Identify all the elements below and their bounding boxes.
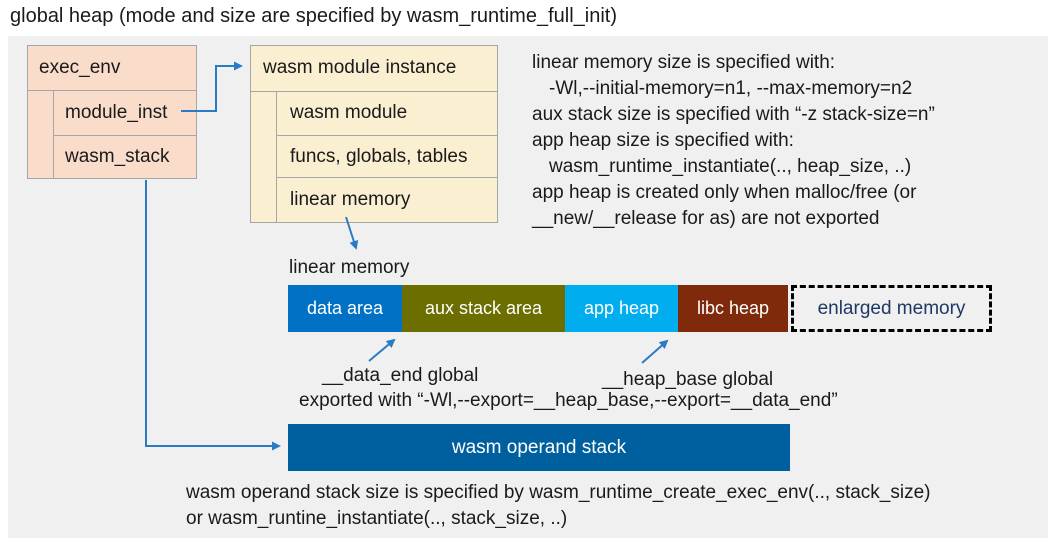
enlarged-memory-box: enlarged memory — [791, 285, 992, 332]
exec-env-title: exec_env — [28, 46, 196, 91]
operand-stack-bar: wasm operand stack — [288, 424, 790, 471]
segment-data-area: data area — [288, 285, 402, 332]
segment-app-heap: app heap — [565, 285, 678, 332]
module-instance-title: wasm module instance — [251, 46, 497, 92]
heap-base-global-label: __heap_base global — [602, 369, 774, 390]
page-title: global heap (mode and size are specified… — [10, 5, 617, 27]
module-instance-row-linear-memory: linear memory — [290, 189, 411, 210]
bottom-note-line: or wasm_runtine_instantiate(.., stack_si… — [186, 508, 568, 529]
exec-env-box: exec_env module_inst wasm_stack — [27, 45, 197, 179]
module-instance-rows: wasm module funcs, globals, tables linea… — [276, 91, 497, 222]
info-line: app heap size is specified with: — [532, 130, 794, 151]
exec-env-row-module-inst: module_inst — [54, 90, 196, 136]
memory-size-notes: linear memory size is specified with: -W… — [532, 50, 935, 232]
module-instance-box: wasm module instance wasm module funcs, … — [250, 45, 498, 223]
info-line: __new/__release for as) are not exported — [532, 208, 880, 229]
linear-memory-label: linear memory — [289, 257, 410, 278]
segment-aux-stack-area: aux stack area — [402, 285, 565, 332]
bottom-note-line: wasm operand stack size is specified by … — [186, 482, 931, 503]
linear-memory-bar: data area aux stack area app heap libc h… — [288, 285, 992, 332]
operand-stack-note: wasm operand stack size is specified by … — [186, 480, 931, 532]
info-line: app heap is created only when malloc/fre… — [532, 182, 917, 203]
info-line: aux stack size is specified with “-z sta… — [532, 104, 935, 125]
info-line: linear memory size is specified with: — [532, 52, 836, 73]
module-instance-row-wasm-module: wasm module — [277, 91, 497, 136]
exec-env-row-wasm-stack: wasm_stack — [65, 146, 170, 167]
exec-env-rows: module_inst wasm_stack — [53, 90, 196, 178]
data-end-global-label: __data_end global — [322, 365, 479, 386]
info-line: wasm_runtime_instantiate(.., heap_size, … — [549, 156, 912, 177]
module-instance-row-funcs-globals-tables: funcs, globals, tables — [277, 136, 497, 178]
segment-libc-heap: libc heap — [678, 285, 788, 332]
info-line: -Wl,--initial-memory=n1, --max-memory=n2 — [549, 78, 913, 99]
export-note: exported with “-Wl,--export=__heap_base,… — [299, 390, 838, 411]
